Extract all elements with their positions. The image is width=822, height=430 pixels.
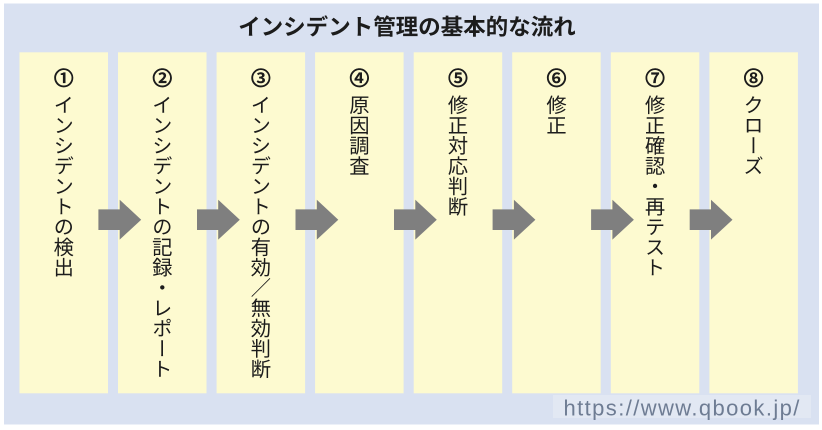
- svg-text:https://www.qbook.jp/: https://www.qbook.jp/: [564, 396, 801, 421]
